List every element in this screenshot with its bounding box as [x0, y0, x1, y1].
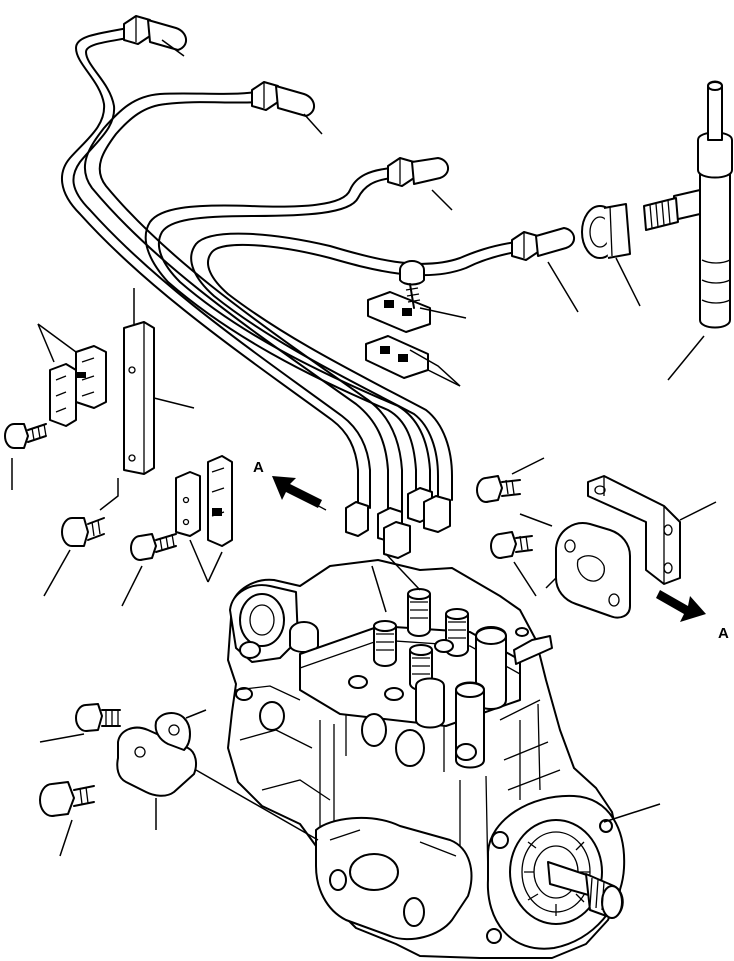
bolt-bottom-left-2: [40, 782, 94, 816]
long-pipe-bracket: [124, 322, 154, 474]
delivery-valve-holder-1: [374, 621, 396, 666]
pipe-nut-3: [388, 158, 448, 186]
view-a-label-right: A: [718, 625, 729, 642]
injection-pipe-1: [62, 28, 370, 508]
bolt-center-left: [131, 534, 176, 560]
overflow-valve-gasket: [582, 204, 630, 258]
view-a-arrow-right: [656, 590, 706, 622]
pipe-nut-4: [512, 228, 574, 260]
bolt-left-1: [5, 424, 46, 448]
view-a-arrow-left: [272, 476, 326, 510]
pipe-nut-1: [124, 16, 186, 50]
pipe-clamp-left: [50, 346, 106, 426]
cover-plate: [556, 476, 680, 618]
pipe-clamp-center: [176, 456, 232, 546]
view-a-label-left: A: [253, 459, 264, 476]
pipe-bottom-nuts: [346, 488, 450, 558]
bolt-right-upper: [477, 476, 520, 502]
pump-drive-shaft: [548, 862, 623, 918]
injection-pipe-4: [191, 234, 516, 500]
small-support-bracket: [117, 713, 196, 796]
bolt-right-lower: [491, 532, 532, 558]
bolt-bottom-left-1: [76, 704, 120, 731]
pipe-clamp-top-right: [366, 292, 430, 378]
injection-pipe-bundle: [62, 28, 516, 514]
pipe-nut-2: [252, 82, 314, 116]
t-pipe-fitting: [674, 82, 732, 328]
bolt-left-2: [62, 518, 104, 546]
threaded-connector: [644, 198, 678, 230]
bolt-clamp-top-right: [400, 261, 424, 308]
leader-lines: [12, 40, 716, 856]
delivery-valve-holder-2: [408, 589, 430, 636]
